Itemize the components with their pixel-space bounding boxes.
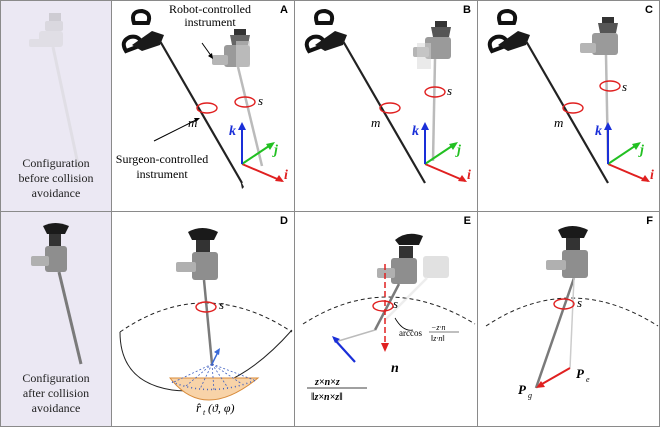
robot-endoscope (534, 226, 588, 389)
panel-d-diagram: s r̂ t (ϑ, φ) (119, 228, 293, 417)
label-s: s (393, 296, 398, 311)
robot-endoscope (373, 233, 423, 331)
panel-e: E s (294, 211, 478, 427)
axis-label-j: j (272, 143, 278, 158)
axis-label-i: i (284, 168, 288, 183)
axis-label-k: k (595, 124, 602, 139)
label-p-g: P (518, 382, 527, 397)
axis-label-k: k (229, 124, 236, 139)
label-r-hat: r̂ (196, 400, 202, 415)
side-panel-before: Configuration before collision avoidance (0, 0, 112, 212)
label-robot-instrument-1: Robot-controlled (169, 2, 251, 16)
panel-d: D (111, 211, 295, 427)
robot-endoscope (413, 21, 451, 162)
panel-b-diagram: m s i j k (304, 8, 471, 184)
panel-a: A (111, 0, 295, 212)
label-s: s (258, 93, 263, 108)
svg-text:z×n×z: z×n×z (314, 377, 340, 388)
svg-text:‖z×n×z‖: ‖z×n×z‖ (311, 392, 343, 403)
axis-label-k: k (412, 124, 419, 139)
label-robot-instrument-2: instrument (184, 15, 236, 29)
caption-after: Configuration after collision avoidance (22, 371, 90, 415)
label-arccos: arccos (399, 328, 422, 338)
axis-label-i: i (650, 168, 654, 183)
side-panel-after: Configuration after collision avoidance (0, 211, 112, 427)
robot-endoscope (580, 17, 618, 162)
surgeon-instrument (304, 8, 426, 184)
label-s: s (447, 83, 452, 98)
panel-letter-e: E (463, 215, 471, 227)
svg-text:t: t (203, 408, 206, 417)
svg-text:g: g (528, 391, 532, 400)
panel-b: B m s (294, 0, 478, 212)
panel-c-diagram: m s i j k (487, 8, 654, 184)
svg-text:e: e (586, 375, 590, 384)
robot-endoscope (212, 29, 264, 167)
label-n: n (391, 361, 399, 376)
endoscope-icon (31, 223, 83, 365)
label-m: m (554, 115, 563, 130)
caption-before: Configuration before collision avoidance (18, 156, 94, 200)
axis-label-i: i (467, 168, 471, 183)
panel-letter-c: C (645, 4, 653, 16)
panel-a-diagram: Robot-controlled instrument Surgeon-cont… (116, 2, 288, 189)
label-p-e: P (576, 366, 585, 381)
label-surgeon-instrument-1: Surgeon-controlled (116, 152, 208, 166)
svg-text:−z·n: −z·n (431, 323, 446, 332)
robot-endoscope (176, 228, 218, 365)
panel-letter-f: F (646, 215, 653, 227)
label-s: s (219, 297, 224, 312)
ring-s (234, 96, 256, 108)
label-s: s (622, 79, 627, 94)
svg-text:‖z·n‖: ‖z·n‖ (431, 334, 445, 343)
ring-m (196, 102, 218, 114)
panel-letter-a: A (280, 4, 288, 16)
panel-letter-b: B (463, 4, 471, 16)
label-s: s (577, 295, 582, 310)
svg-text:(ϑ, φ): (ϑ, φ) (208, 401, 235, 415)
label-surgeon-instrument-2: instrument (136, 167, 188, 181)
panel-e-diagram: s n arccos −z·n ‖z·n‖ z×n×z ‖z×n×z‖ (302, 233, 476, 403)
axis-label-j: j (638, 143, 644, 158)
panel-f-diagram: s P g P e (485, 226, 659, 400)
panel-letter-d: D (280, 215, 288, 227)
axis-label-j: j (455, 143, 461, 158)
surgeon-instrument (487, 8, 609, 184)
label-m: m (371, 115, 380, 130)
panel-f: F s P g P e (477, 211, 660, 427)
faded-endoscope-icon (29, 13, 81, 170)
panel-c: C m s i (477, 0, 660, 212)
label-m: m (188, 115, 197, 130)
